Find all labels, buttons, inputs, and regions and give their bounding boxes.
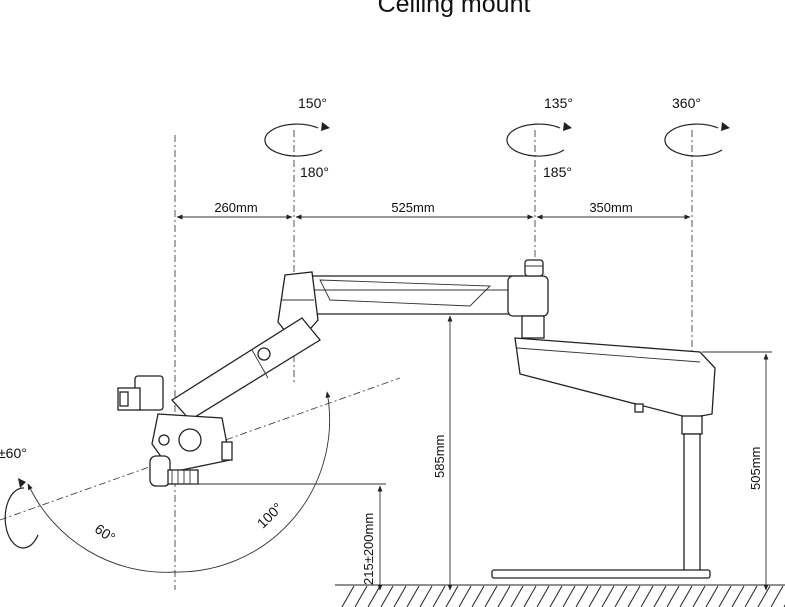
floor-hatch-line — [627, 585, 641, 607]
dimension-working-distance: 215±200mm — [361, 513, 376, 585]
floor-hatch-line — [432, 585, 446, 607]
floor-hatch-line — [367, 585, 381, 607]
floor-hatch-line — [770, 585, 784, 607]
floor-hatch-line — [562, 585, 576, 607]
upper-arm — [309, 259, 549, 339]
dimension-505mm: 505mm — [748, 447, 763, 490]
floor-hatch-line — [614, 585, 628, 607]
column-height-dimension — [702, 351, 772, 591]
floor-hatch-line — [419, 585, 433, 607]
rotation-indicator-scope — [4, 478, 39, 549]
angle-label-360: 360° — [672, 95, 701, 111]
floor-hatch-line — [744, 585, 758, 607]
floor-hatch-line — [510, 585, 524, 607]
angle-label-60: 60° — [92, 520, 119, 545]
dimension-585mm: 585mm — [432, 435, 447, 478]
dimension-260mm: 260mm — [214, 200, 257, 215]
floor-hatch-line — [523, 585, 537, 607]
floor-hatch-line — [757, 585, 771, 607]
lower-arm — [514, 337, 716, 419]
floor-hatch-line — [601, 585, 615, 607]
floor-hatch-line — [445, 585, 459, 607]
ground-hatching — [335, 584, 785, 607]
angle-label-185: 185° — [543, 164, 572, 180]
floor-hatch-line — [718, 585, 732, 607]
floor-hatch-line — [653, 585, 667, 607]
dimension-350mm: 350mm — [589, 200, 632, 215]
angle-label-100: 100° — [254, 499, 286, 531]
column-stand — [491, 415, 711, 579]
floor-hatch-line — [380, 585, 394, 607]
floor-hatch-line — [588, 585, 602, 607]
microscope-head — [117, 375, 233, 487]
floor-hatch-line — [640, 585, 654, 607]
floor-hatch-line — [471, 585, 485, 607]
diagram-title: Ceiling mount — [378, 0, 531, 18]
angle-label-tilt: ±60° — [0, 445, 27, 461]
rotation-indicator-mid — [506, 122, 572, 157]
floor-hatch-line — [705, 585, 719, 607]
angle-label-180: 180° — [300, 164, 329, 180]
angle-label-150: 150° — [298, 95, 327, 111]
floor-hatch-line — [393, 585, 407, 607]
floor-hatch-line — [497, 585, 511, 607]
floor-hatch-line — [679, 585, 693, 607]
floor-hatch-line — [536, 585, 550, 607]
floor-hatch-line — [354, 585, 368, 607]
floor-hatch-line — [458, 585, 472, 607]
floor-hatch-line — [406, 585, 420, 607]
angle-arc — [27, 391, 331, 573]
floor-hatch-line — [549, 585, 563, 607]
dimension-525mm: 525mm — [391, 200, 434, 215]
rotation-indicator-right — [664, 122, 730, 157]
floor-hatch-line — [575, 585, 589, 607]
working-distance-dimension — [190, 483, 386, 591]
floor-hatch-line — [666, 585, 680, 607]
rotation-indicator-left — [264, 122, 330, 157]
floor-hatch-line — [484, 585, 498, 607]
floor-hatch-line — [341, 585, 355, 607]
floor-hatch-line — [731, 585, 745, 607]
tilt-arm — [171, 317, 321, 421]
floor-hatch-line — [692, 585, 706, 607]
angle-label-135: 135° — [544, 95, 573, 111]
